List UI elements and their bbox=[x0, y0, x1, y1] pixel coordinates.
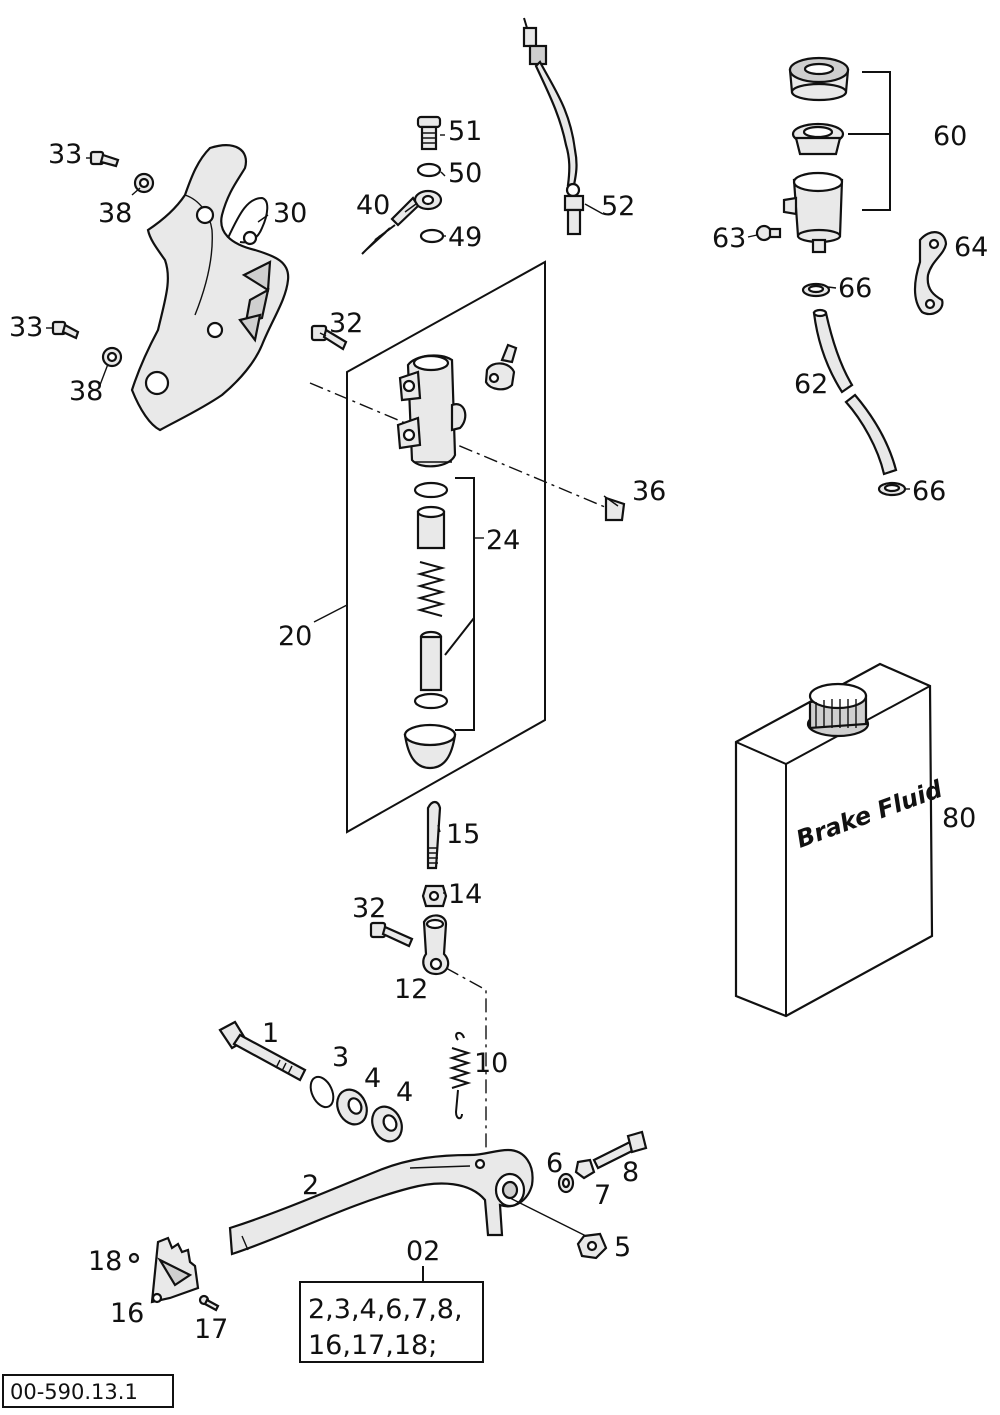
kit-frame-20 bbox=[346, 260, 546, 834]
label-52: 52 bbox=[601, 191, 635, 222]
label-3: 3 bbox=[332, 1042, 349, 1073]
nut-7 bbox=[574, 1158, 596, 1180]
label-66-upper: 66 bbox=[838, 273, 872, 304]
label-30: 30 bbox=[273, 198, 307, 229]
screw-33-lower bbox=[51, 320, 80, 340]
kit-box bbox=[299, 1281, 484, 1363]
part-number-labels: 51 50 40 49 52 33 38 30 33 38 32 60 63 6… bbox=[9, 116, 988, 1345]
hose-62 bbox=[812, 308, 898, 476]
label-24: 24 bbox=[486, 525, 520, 556]
leader-pedal-nut bbox=[509, 1197, 587, 1237]
label-60: 60 bbox=[933, 121, 967, 152]
nut-14 bbox=[421, 884, 448, 908]
label-63: 63 bbox=[712, 223, 746, 254]
kit-box-line-2: 16,17,18; bbox=[308, 1330, 437, 1361]
label-40: 40 bbox=[356, 190, 390, 221]
reservoir-cap bbox=[788, 56, 850, 102]
clamp-66-upper bbox=[801, 282, 831, 298]
label-15: 15 bbox=[446, 819, 480, 850]
label-38-upper: 38 bbox=[98, 198, 132, 229]
label-1: 1 bbox=[262, 1018, 279, 1049]
label-32-lower: 32 bbox=[352, 893, 386, 924]
elbow-fitting bbox=[484, 343, 518, 391]
label-14: 14 bbox=[448, 879, 482, 910]
screw-32-lower bbox=[369, 921, 414, 948]
pedal-tip-16 bbox=[150, 1236, 200, 1304]
label-16: 16 bbox=[110, 1298, 144, 1329]
washer-6 bbox=[557, 1172, 575, 1194]
label-18: 18 bbox=[88, 1246, 122, 1277]
label-66-lower: 66 bbox=[912, 476, 946, 507]
nut-36 bbox=[604, 496, 626, 522]
dust-boot bbox=[403, 723, 457, 770]
label-6: 6 bbox=[546, 1148, 563, 1179]
screw-33-upper bbox=[89, 150, 120, 168]
label-33-upper: 33 bbox=[48, 139, 82, 170]
label-20: 20 bbox=[278, 621, 312, 652]
label-38-lower: 38 bbox=[69, 376, 103, 407]
label-leaders bbox=[46, 134, 910, 894]
master-cylinder-body bbox=[396, 354, 467, 468]
banjo-bolt-51 bbox=[416, 115, 442, 151]
washer-38-lower bbox=[101, 346, 123, 368]
label-7: 7 bbox=[594, 1180, 611, 1211]
circlip-3 bbox=[309, 1075, 335, 1109]
label-50: 50 bbox=[448, 158, 482, 189]
spring bbox=[416, 561, 446, 617]
label-02: 02 bbox=[406, 1236, 440, 1267]
sleeve bbox=[416, 505, 446, 550]
label-64: 64 bbox=[954, 232, 988, 263]
label-8: 8 bbox=[622, 1157, 639, 1188]
reservoir-diaphragm bbox=[791, 122, 845, 156]
label-4-right: 4 bbox=[396, 1077, 413, 1108]
heel-guard bbox=[130, 144, 290, 432]
spring-10 bbox=[448, 1032, 472, 1120]
label-49: 49 bbox=[448, 222, 482, 253]
label-10: 10 bbox=[474, 1048, 508, 1079]
label-5: 5 bbox=[614, 1232, 631, 1263]
circlip bbox=[413, 692, 449, 710]
bracket-64 bbox=[913, 231, 948, 316]
push-rod-15 bbox=[426, 800, 442, 870]
clamp-66-lower bbox=[877, 481, 907, 497]
brake-fluid-bottle-80: Brake Fluid bbox=[734, 662, 947, 1018]
label-36: 36 bbox=[632, 476, 666, 507]
clevis-12 bbox=[422, 914, 450, 976]
bearing-4b bbox=[371, 1105, 403, 1143]
drawing-reference: 00-590.13.1 bbox=[10, 1380, 138, 1404]
bracket-24 bbox=[444, 477, 475, 731]
washer-49 bbox=[419, 228, 445, 244]
bearing-4a bbox=[336, 1088, 368, 1126]
washer-38-upper bbox=[133, 172, 155, 194]
piston bbox=[419, 630, 443, 692]
screw-63 bbox=[755, 224, 782, 242]
label-2: 2 bbox=[302, 1170, 319, 1201]
label-62: 62 bbox=[794, 369, 828, 400]
brake-pedal-2 bbox=[228, 1148, 534, 1256]
reference-box bbox=[2, 1374, 174, 1408]
screw-17 bbox=[198, 1294, 220, 1312]
kit-box-line-1: 2,3,4,6,7,8, bbox=[308, 1294, 463, 1325]
label-51: 51 bbox=[448, 116, 482, 147]
brake-light-switch-52 bbox=[522, 17, 585, 236]
label-80: 80 bbox=[942, 803, 976, 834]
bracket-60 bbox=[848, 71, 891, 211]
bolt-1 bbox=[218, 1020, 307, 1082]
o-ring bbox=[413, 481, 449, 499]
label-17: 17 bbox=[194, 1314, 228, 1345]
label-33-lower: 33 bbox=[9, 312, 43, 343]
label-4-left: 4 bbox=[364, 1063, 381, 1094]
label-32-upper: 32 bbox=[329, 308, 363, 339]
centerline-mounting bbox=[309, 382, 613, 511]
ball-18 bbox=[128, 1252, 140, 1264]
label-12: 12 bbox=[394, 974, 428, 1005]
nut-5 bbox=[576, 1232, 608, 1260]
reservoir-body bbox=[782, 171, 844, 254]
washer-50 bbox=[416, 162, 442, 178]
bolt-8 bbox=[592, 1130, 648, 1170]
